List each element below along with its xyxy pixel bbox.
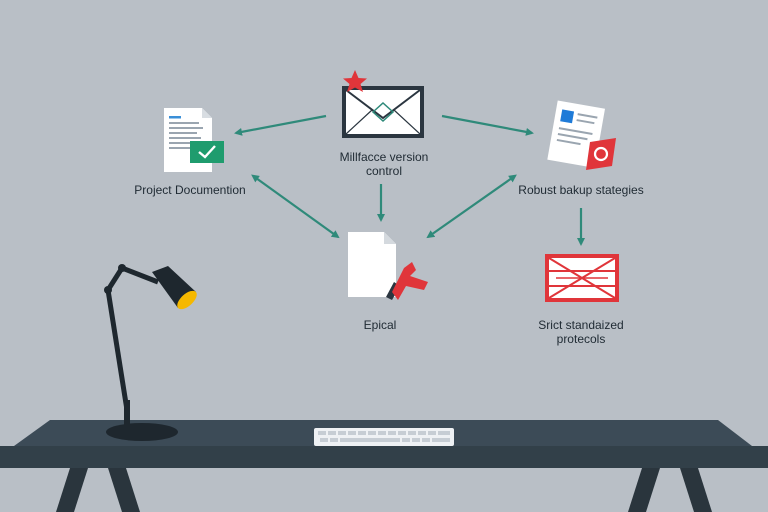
desk: [0, 420, 768, 512]
keyboard: [314, 428, 454, 446]
arrow-docs-epical: [251, 174, 340, 239]
arrow-backup-epical: [426, 174, 517, 239]
backup-node-label: Robust bakup stategies: [518, 183, 644, 197]
document-tool-icon: [348, 232, 428, 300]
docs-node-label: Project Documention: [134, 183, 246, 197]
arrow-mail-to-docs: [234, 114, 327, 136]
desk-lamp: [104, 264, 197, 441]
protocols-node-label-line1: Srict standaized: [538, 318, 624, 332]
envelope-icon: [342, 86, 424, 138]
epical-node-label: Epical: [363, 318, 397, 332]
protocols-node-label: Srict standaized protecols: [506, 318, 656, 346]
broken-envelope-icon: [545, 254, 619, 302]
mail-node-label: Millfacce version control: [306, 150, 462, 178]
star-icon: [343, 70, 367, 92]
protocols-node-label-line2: protecols: [556, 332, 606, 346]
mail-node-label-line2: control: [365, 164, 403, 178]
backup-document-icon: [547, 100, 616, 170]
mail-node-label-line1: Millfacce version: [339, 150, 429, 164]
arrow-mail-to-backup: [441, 114, 534, 136]
document-check-icon: [164, 108, 224, 172]
